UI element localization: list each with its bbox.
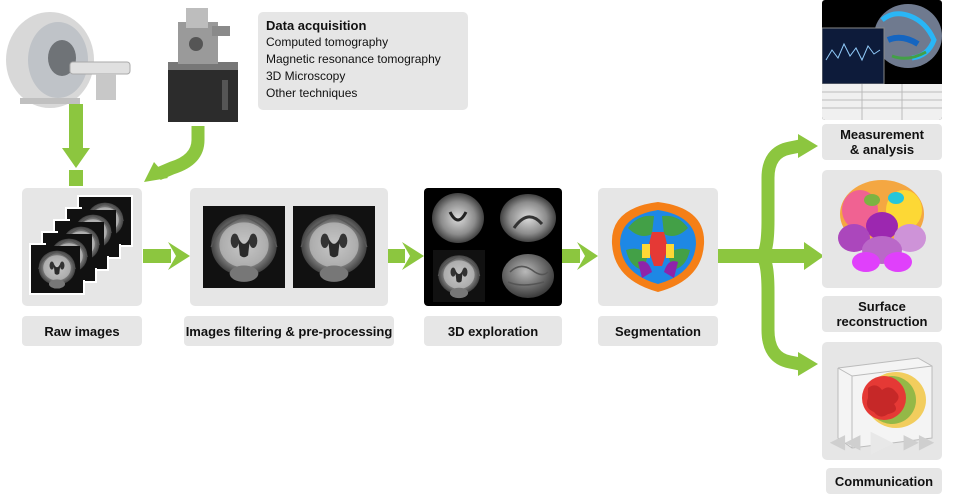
- arrow-raw-to-filtering: [143, 242, 190, 270]
- communication-image: [837, 357, 933, 449]
- segmentation-panel: [598, 188, 718, 306]
- arrow-scanner-to-raw: [62, 104, 90, 186]
- exploration-label-text: 3D exploration: [447, 323, 539, 339]
- measurement-label-line1: Measurement: [840, 127, 924, 142]
- communication-label-text: Communication: [834, 473, 934, 489]
- data-acquisition-title: Data acquisition: [266, 18, 367, 33]
- data-acquisition-item: Computed tomography: [266, 35, 389, 49]
- arrow-exploration-to-segmentation: [562, 242, 598, 270]
- arrow-segmentation-branches: [718, 134, 824, 376]
- measurement-label: Measurement & analysis: [822, 124, 942, 160]
- raw-images-label: Raw images: [22, 316, 142, 346]
- surface-label: Surface reconstruction: [822, 296, 942, 332]
- measurement-software-image: [822, 4, 942, 120]
- segmentation-label-text: Segmentation: [615, 323, 701, 339]
- arrow-microscope-to-raw: [144, 126, 205, 182]
- segmentation-label: Segmentation: [598, 316, 718, 346]
- media-controls: ◀◀ ▶ ▶▶: [830, 425, 935, 458]
- exploration-views: [432, 193, 556, 302]
- microscope-image: [168, 8, 238, 122]
- mri-scanner-image: [6, 12, 131, 108]
- arrow-filtering-to-exploration: [387, 242, 424, 270]
- raw-images-label-text: Raw images: [44, 323, 120, 339]
- communication-panel: ◀◀ ▶ ▶▶: [822, 342, 942, 460]
- fast-forward-icon[interactable]: ▶▶: [903, 430, 935, 453]
- filtering-panel: [190, 188, 388, 306]
- play-icon[interactable]: ▶: [870, 424, 894, 458]
- surface-reconstruction-image: [838, 180, 926, 272]
- surface-label-line2: reconstruction: [836, 314, 928, 329]
- filtering-images: [202, 206, 376, 288]
- exploration-panel: [424, 188, 562, 306]
- data-acquisition-box: Data acquisition Computed tomography Mag…: [258, 12, 468, 110]
- data-acquisition-item: 3D Microscopy: [266, 69, 346, 83]
- rewind-icon[interactable]: ◀◀: [829, 430, 861, 453]
- data-acquisition-item: Magnetic resonance tomography: [266, 52, 441, 66]
- raw-images-stack-image: [29, 195, 133, 295]
- filtering-label-text: Images filtering & pre-processing: [185, 323, 393, 339]
- raw-images-panel: [22, 188, 142, 306]
- exploration-label: 3D exploration: [424, 316, 562, 346]
- filtering-label: Images filtering & pre-processing: [184, 316, 394, 346]
- surface-panel: [822, 170, 942, 288]
- data-acquisition-item: Other techniques: [266, 86, 358, 100]
- measurement-screenshot: [822, 0, 942, 120]
- segmentation-image: [611, 202, 705, 292]
- communication-label: Communication: [826, 468, 942, 494]
- surface-label-line1: Surface: [858, 299, 906, 314]
- measurement-label-line2: & analysis: [849, 142, 915, 157]
